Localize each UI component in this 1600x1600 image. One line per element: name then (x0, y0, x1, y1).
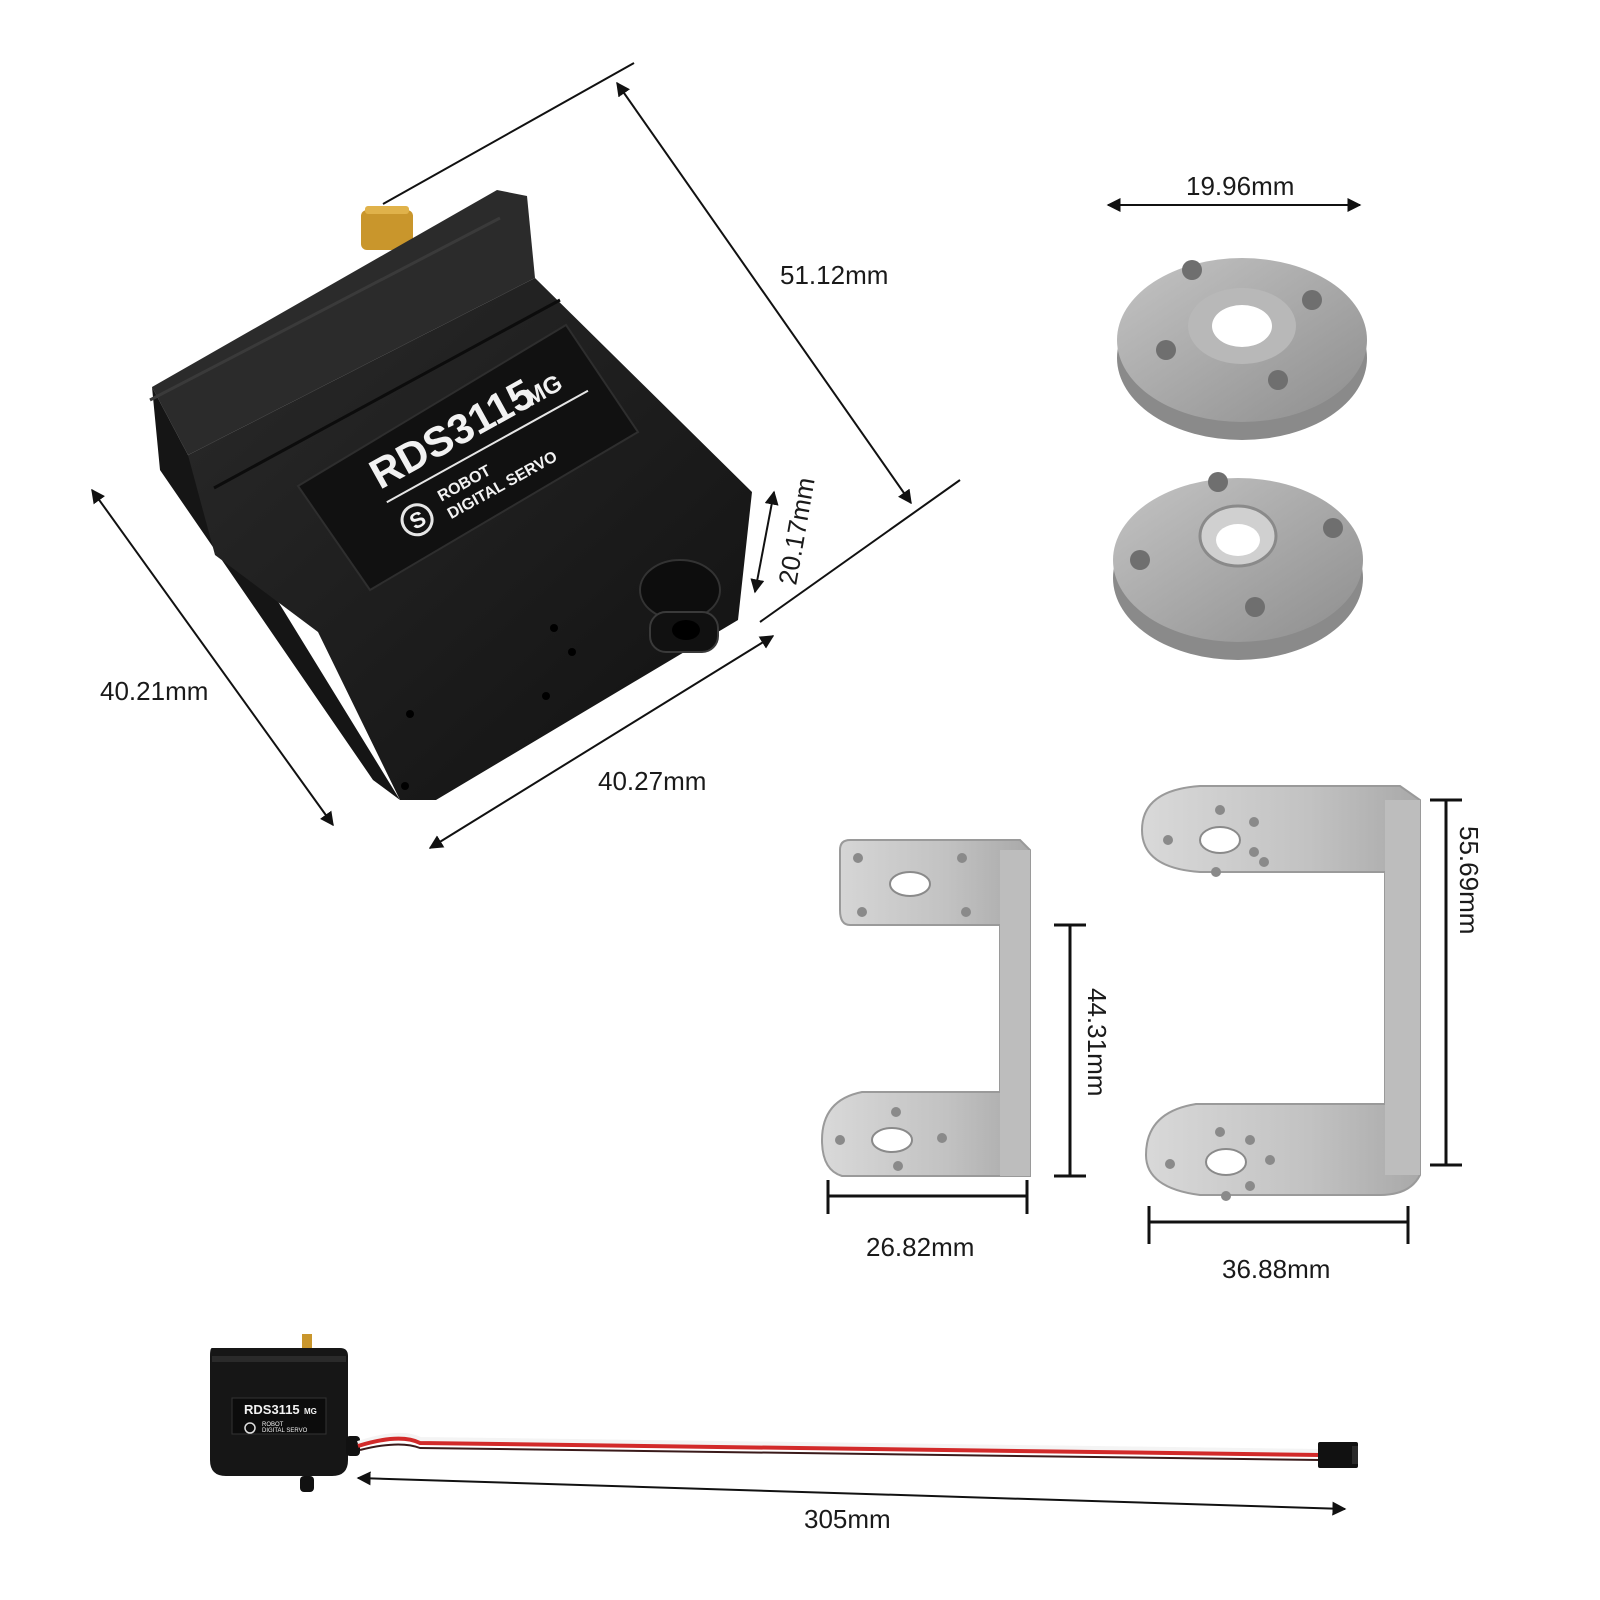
bracket-small (820, 839, 1031, 1177)
horn-bottom (1113, 472, 1363, 660)
dim-small-bracket-width: 26.82mm (866, 1232, 974, 1262)
servo-top-face (152, 190, 535, 455)
servo-main: RDS3115 MG S ROBOT DIGITAL SERVO (149, 190, 752, 800)
dim-servo-depth: 40.27mm (598, 766, 706, 796)
svg-text:DIGITAL SERVO: DIGITAL SERVO (262, 1428, 308, 1434)
dimension-lines (91, 62, 1362, 1516)
dim-cable-length: 305mm (804, 1504, 891, 1534)
svg-text:ROBOT: ROBOT (262, 1422, 284, 1428)
svg-text:RDS3115: RDS3115 (244, 1402, 300, 1417)
servo-gear (361, 210, 413, 250)
dim-large-bracket-height: 55.69mm (1454, 826, 1484, 934)
dim-servo-width: 40.21mm (100, 676, 208, 706)
servo-small: RDS3115 MG ROBOT DIGITAL SERVO (210, 1334, 360, 1492)
dim-small-bracket-height: 44.31mm (1082, 988, 1112, 1096)
servo-cable (357, 1432, 1358, 1468)
cable-connector (1318, 1442, 1358, 1468)
dim-large-bracket-width: 36.88mm (1222, 1254, 1330, 1284)
dim-servo-length: 51.12mm (780, 260, 888, 290)
dim-horn-diameter: 19.96mm (1186, 171, 1294, 201)
horn-top (1117, 258, 1367, 440)
dim-shaft-offset: 20.17mm (772, 475, 820, 587)
svg-text:MG: MG (304, 1407, 317, 1416)
bracket-large (1140, 785, 1421, 1201)
servo-logo-icon (400, 503, 434, 537)
dimension-bars (826, 798, 1462, 1244)
